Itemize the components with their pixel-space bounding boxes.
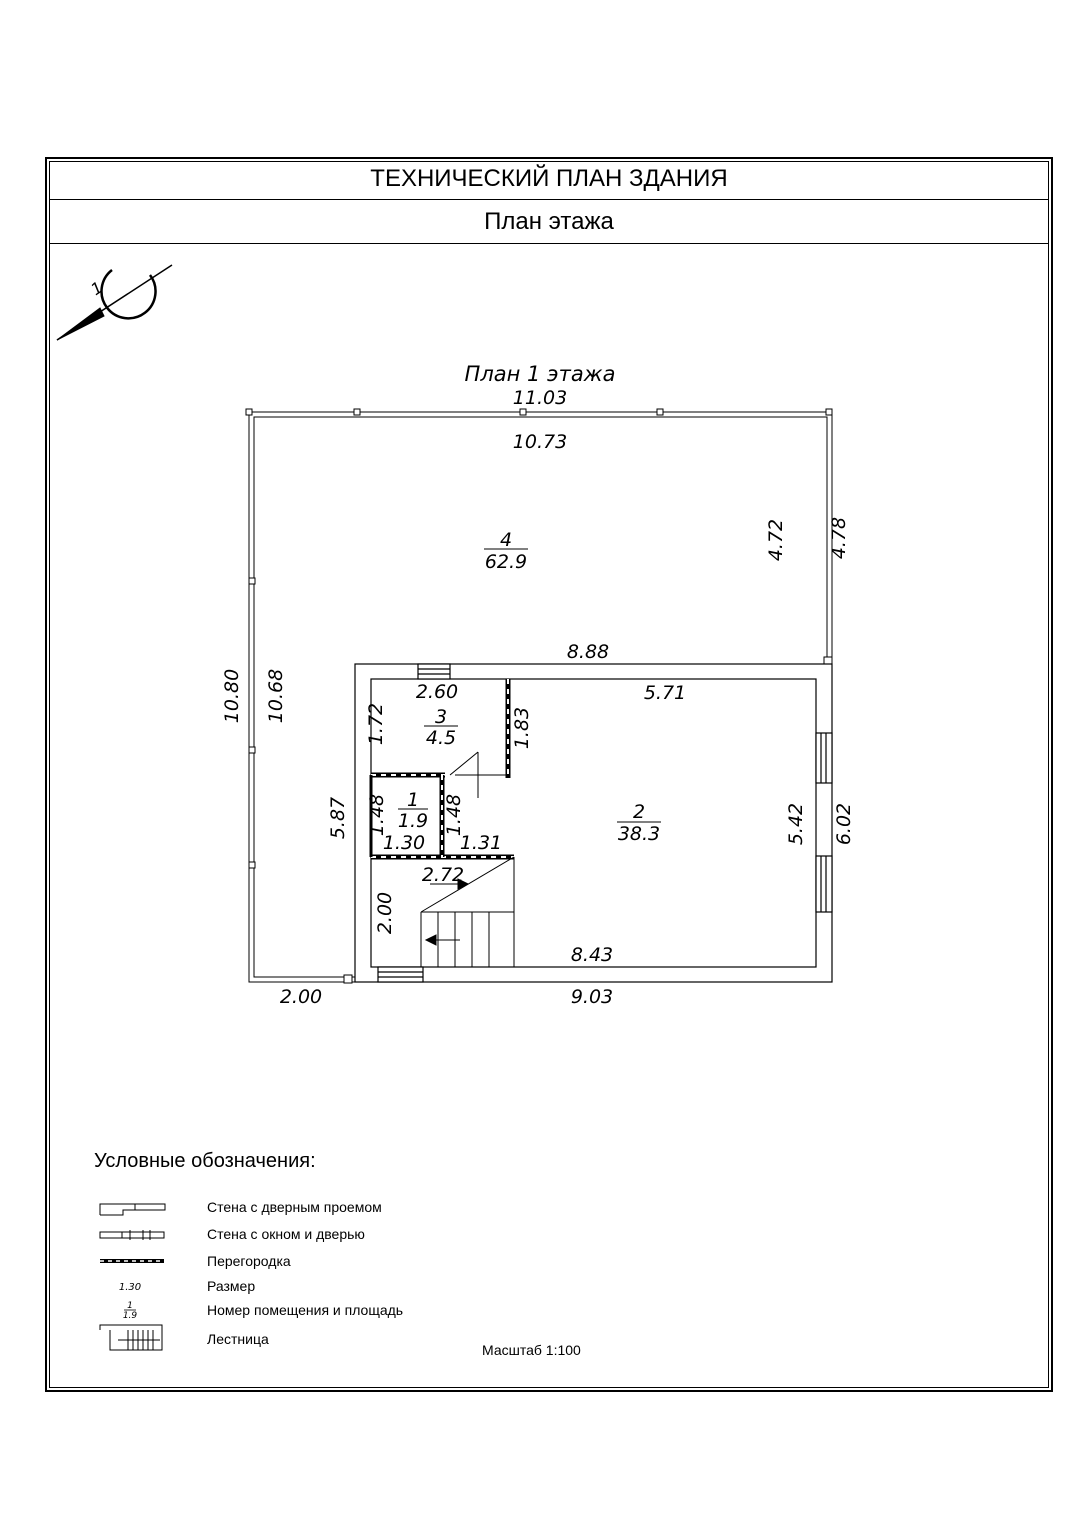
- legend-item-dimension: Размер: [207, 1278, 256, 1294]
- house-walls: [354, 663, 833, 983]
- legend-samples: 1.30 1 1.9: [119, 1282, 141, 1321]
- dim-right-upper-outer: 4.78: [828, 517, 850, 559]
- plan-caption: План 1 этажа: [465, 362, 616, 386]
- dim-room2-inner-height: 5.42: [785, 803, 807, 845]
- legend-title: Условные обозначения:: [94, 1150, 316, 1172]
- dim-bottom-outer: 9.03: [571, 986, 613, 1008]
- dim-room2-outer-height: 6.02: [833, 803, 855, 845]
- dim-stair-width: 2.72: [422, 864, 464, 886]
- dim-left-outer: 10.80: [221, 669, 243, 723]
- legend-icons: [99, 1203, 166, 1351]
- dim-room3-width: 2.60: [416, 681, 458, 703]
- svg-text:2: 2: [633, 801, 645, 823]
- room-3-label: 3 4.5: [424, 706, 458, 749]
- stairs-icon: [99, 1324, 163, 1351]
- dim-room1-height-right: 1.48: [443, 794, 465, 836]
- dim-room1-width: 1.30: [383, 832, 425, 854]
- svg-text:3: 3: [435, 706, 447, 728]
- outer-frame: [45, 157, 1053, 1392]
- dim-left-mid: 5.87: [327, 797, 349, 839]
- dim-room3-right: 1.83: [511, 707, 533, 749]
- wall-with-door-icon: [99, 1203, 166, 1216]
- room-2-label: 2 38.3: [617, 801, 661, 845]
- dim-terrace-bottom: 2.00: [280, 986, 322, 1008]
- legend-item-wall-door: Стена с дверным проемом: [207, 1199, 382, 1215]
- room-4-label: 4 62.9: [484, 529, 528, 573]
- plan-dimensions: План 1 этажа 11.03 10.73 4.72 4.78 8.88 …: [221, 362, 855, 1008]
- svg-text:1: 1: [127, 1301, 133, 1311]
- dim-room1-height-left: 1.48: [366, 794, 388, 836]
- svg-text:1.9: 1.9: [398, 810, 428, 832]
- partitions: [369, 679, 514, 860]
- legend-item-stairs: Лестница: [207, 1331, 269, 1347]
- north-arrow-icon: 1: [56, 264, 173, 341]
- dim-top-outer: 11.03: [513, 387, 567, 409]
- svg-text:1: 1: [407, 789, 419, 811]
- room-number-icon: 1 1.9: [123, 1301, 138, 1321]
- room-labels: 4 62.9 3 4.5 1 1.9 2 38.3: [398, 529, 661, 845]
- dim-mid-wall: 8.88: [567, 641, 609, 663]
- dim-stair-height: 2.00: [374, 892, 396, 934]
- scale-label: Масштаб 1:100: [482, 1342, 581, 1358]
- document-subtitle: План этажа: [484, 208, 614, 235]
- dimension-icon: 1.30: [119, 1282, 141, 1293]
- legend-item-wall-window-door: Стена с окном и дверью: [207, 1226, 365, 1242]
- dim-corridor-width: 1.31: [460, 832, 502, 854]
- dim-left-inner: 10.68: [265, 669, 287, 723]
- svg-text:4.5: 4.5: [426, 727, 456, 749]
- room-1-label: 1 1.9: [398, 789, 428, 832]
- svg-text:4: 4: [500, 529, 512, 551]
- dim-room2-top: 5.71: [644, 682, 686, 704]
- svg-text:38.3: 38.3: [618, 823, 660, 845]
- stairs-icon: [420, 856, 515, 967]
- document-title: ТЕХНИЧЕСКИЙ ПЛАН ЗДАНИЯ: [370, 165, 728, 192]
- legend-item-partition: Перегородка: [207, 1253, 291, 1269]
- dim-right-upper-inner: 4.72: [765, 519, 787, 561]
- header-bottom-divider: [49, 243, 1049, 244]
- wall-with-window-door-icon: [99, 1230, 165, 1240]
- legend-item-room-number: Номер помещения и площадь: [207, 1302, 404, 1318]
- dim-top-inner: 10.73: [513, 431, 567, 453]
- svg-text:1.9: 1.9: [123, 1311, 138, 1321]
- header-divider: [49, 199, 1049, 200]
- dim-room2-bottom: 8.43: [571, 944, 613, 966]
- dim-room3-height: 1.72: [365, 703, 387, 745]
- inner-frame: [49, 161, 1049, 1388]
- svg-text:62.9: 62.9: [485, 551, 527, 573]
